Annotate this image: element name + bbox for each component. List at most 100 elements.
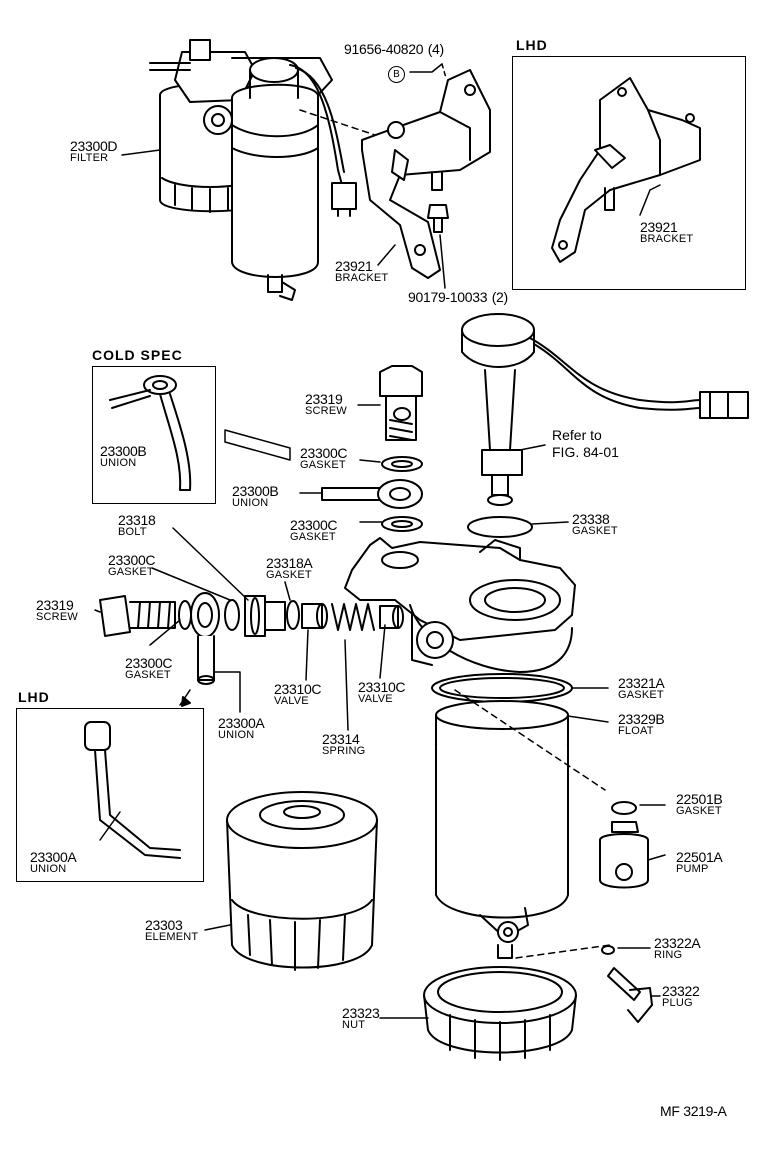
- part-number: 23329B: [618, 711, 665, 727]
- callout-91656: 91656-40820 (4): [344, 42, 444, 58]
- quantity: (2): [491, 289, 509, 305]
- ring-nut-drawing: [423, 966, 577, 1061]
- part-name: GASKET: [676, 805, 722, 817]
- part-number: 23300D: [70, 138, 118, 154]
- callout-23300B-cold: 23300B UNION: [100, 443, 147, 469]
- part-name: VALVE: [358, 693, 393, 705]
- part-number: 23319: [305, 391, 343, 407]
- callout-23318: 23318 BOLT: [118, 512, 156, 538]
- drain-plug-drawing: [601, 945, 653, 1023]
- part-name: UNION: [100, 457, 137, 469]
- callout-23921-main: 23921 BRACKET: [335, 259, 388, 284]
- part-number: 23319: [36, 597, 74, 613]
- part-name: BOLT: [118, 526, 147, 538]
- callout-23319-left: 23319 SCREW: [36, 598, 78, 623]
- part-name: GASKET: [572, 525, 618, 537]
- filter-element-drawing: [226, 791, 378, 971]
- refer-line-1: Refer to: [552, 427, 602, 443]
- fuel-filter-assembly-drawing: [149, 39, 391, 301]
- part-number: 23322A: [654, 935, 701, 951]
- callout-23300C-a: 23300C GASKET: [300, 445, 348, 471]
- part-name: BRACKET: [640, 233, 694, 245]
- part-number: 23318A: [266, 555, 313, 571]
- callout-23300C-d: 23300C GASKET: [125, 655, 173, 681]
- callout-23338: 23338 GASKET: [572, 512, 618, 537]
- bracket-drawing: [361, 63, 491, 279]
- callout-90179: 90179-10033 (2): [408, 290, 508, 306]
- part-name: UNION: [232, 497, 269, 509]
- part-name: GASKET: [290, 531, 336, 543]
- part-number: 23322: [662, 983, 700, 999]
- cold-spec-union-drawing: [109, 375, 192, 491]
- lhd-top-header: LHD: [516, 37, 548, 53]
- part-number: 23300C: [125, 655, 173, 671]
- part-name: FILTER: [70, 152, 109, 164]
- callout-23321A: 23321A GASKET: [618, 675, 665, 701]
- quantity: (4): [427, 41, 445, 57]
- part-number: 23921: [335, 258, 373, 274]
- refer-note: Refer to FIG. 84-01: [552, 428, 619, 459]
- part-number: 23300A: [30, 849, 77, 865]
- part-name: GASKET: [618, 689, 664, 701]
- callout-23318A: 23318A GASKET: [266, 555, 313, 581]
- part-name: SPRING: [322, 745, 366, 757]
- callout-23300C-b: 23300C GASKET: [290, 517, 338, 543]
- part-number: 23921: [640, 219, 678, 235]
- part-name: GASKET: [300, 459, 346, 471]
- part-number: 23318: [118, 512, 156, 528]
- part-number: 23300B: [232, 483, 279, 499]
- part-number: 23338: [572, 511, 610, 527]
- part-number: 90179-10033: [408, 289, 488, 305]
- callout-23303: 23303 ELEMENT: [145, 918, 198, 943]
- valve-stack-drawing: [99, 592, 404, 707]
- callout-23300D: 23300D FILTER: [70, 138, 118, 164]
- refer-line-2: FIG. 84-01: [552, 444, 619, 460]
- lhd-bracket-drawing: [551, 77, 701, 263]
- callout-23300A: 23300A UNION: [218, 715, 265, 741]
- callout-91656-symbol: B: [388, 66, 405, 83]
- part-name: GASKET: [125, 669, 171, 681]
- callout-23921-lhd: 23921 BRACKET: [640, 220, 693, 245]
- callout-23310C-b: 23310C VALVE: [358, 679, 406, 705]
- part-number: 23310C: [358, 679, 406, 695]
- sensor-drawing: [461, 313, 749, 506]
- part-number: 23323: [342, 1005, 380, 1021]
- callout-22501B: 22501B GASKET: [676, 792, 723, 817]
- callout-23300C-c: 23300C GASKET: [108, 552, 156, 578]
- part-name: RING: [654, 949, 683, 961]
- callout-23314: 23314 SPRING: [322, 732, 365, 757]
- part-name: BRACKET: [335, 272, 389, 284]
- callout-22501A: 22501A PUMP: [676, 850, 723, 875]
- part-name: ELEMENT: [145, 931, 199, 943]
- part-number: 23314: [322, 731, 360, 747]
- callout-23322: 23322 PLUG: [662, 983, 700, 1009]
- lhd-bracket-box: [512, 56, 746, 290]
- gasket-23338-drawing: [467, 516, 533, 538]
- lhd-union-drawing: [84, 721, 181, 859]
- callout-23300A-lhd: 23300A UNION: [30, 849, 77, 875]
- part-number: 23310C: [274, 681, 322, 697]
- part-name: NUT: [342, 1019, 366, 1031]
- lhd-bottom-header: LHD: [18, 689, 50, 705]
- lhd-union-box: [16, 708, 204, 882]
- callout-23329B: 23329B FLOAT: [618, 711, 665, 737]
- part-number: 23300C: [290, 517, 338, 533]
- part-number: 23321A: [618, 675, 665, 691]
- part-number: 23300C: [300, 445, 348, 461]
- part-name: UNION: [218, 729, 255, 741]
- filter-head-drawing: [344, 537, 611, 959]
- b-circle-icon: B: [388, 66, 405, 83]
- part-name: SCREW: [305, 405, 347, 417]
- part-name: PLUG: [662, 997, 693, 1009]
- part-name: PUMP: [676, 863, 709, 875]
- union-bolt-stack-drawing: [224, 365, 423, 532]
- part-number: 23300B: [100, 443, 147, 459]
- part-number: 23300A: [218, 715, 265, 731]
- callout-23310C-a: 23310C VALVE: [274, 681, 322, 707]
- part-number: 23300C: [108, 552, 156, 568]
- part-name: SCREW: [36, 611, 78, 623]
- part-name: UNION: [30, 863, 67, 875]
- part-name: GASKET: [266, 569, 312, 581]
- callout-23319-top: 23319 SCREW: [305, 392, 347, 417]
